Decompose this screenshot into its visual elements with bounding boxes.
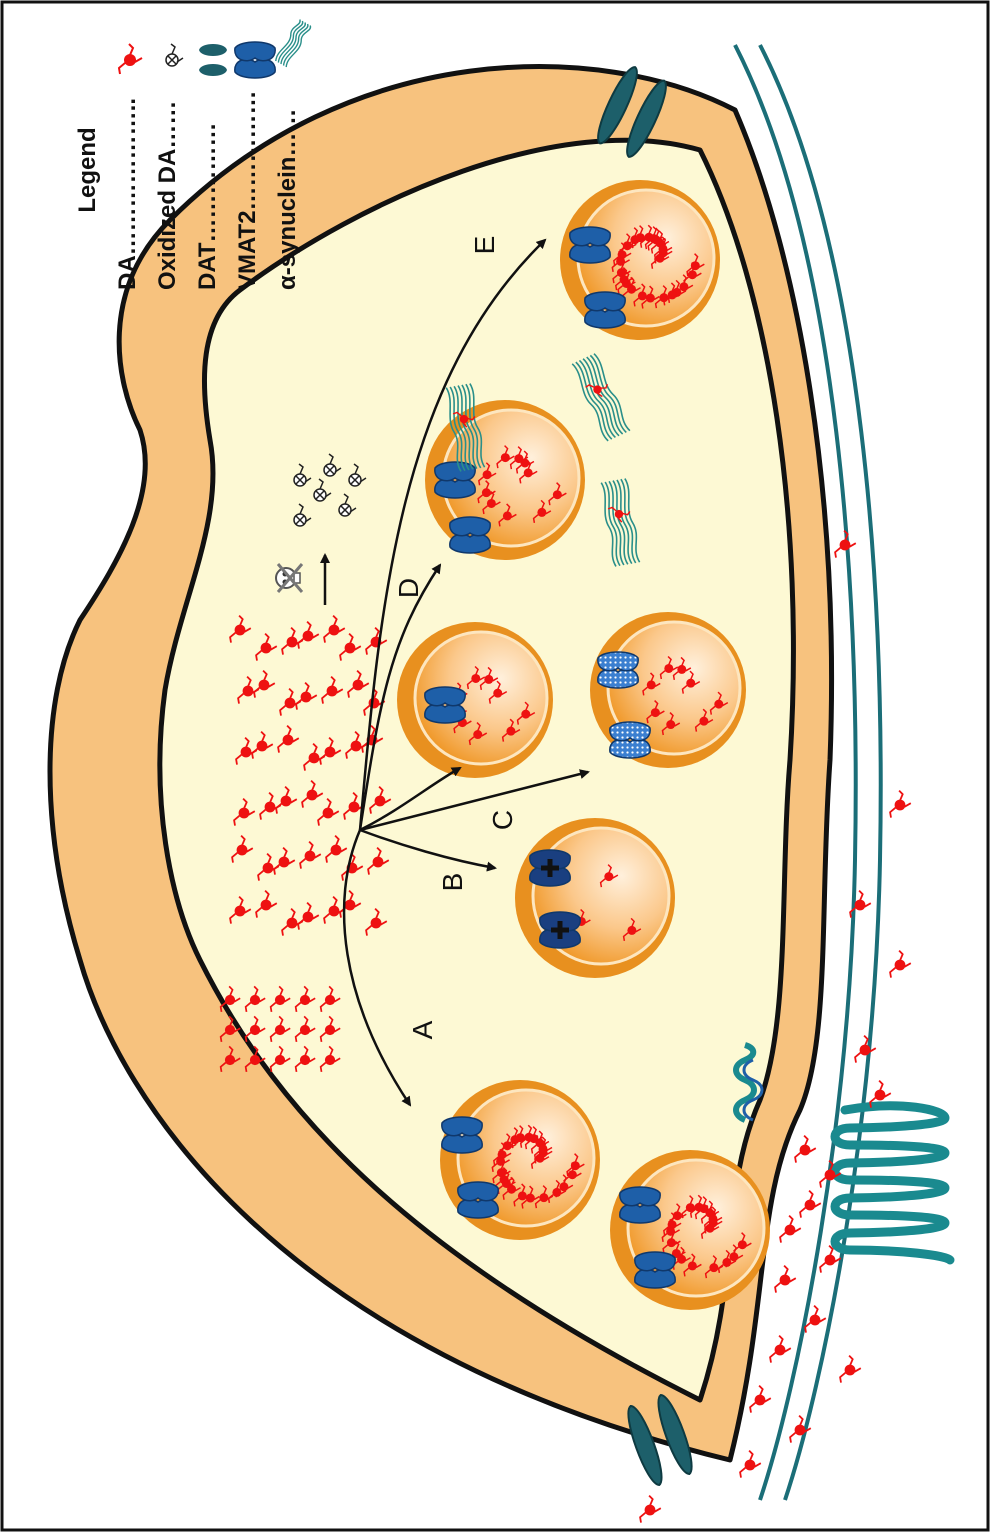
skull-icon xyxy=(276,564,302,592)
pathway-label-a: A xyxy=(407,1020,438,1039)
pathway-label-b: B xyxy=(437,873,468,892)
vesicle-c-upper xyxy=(397,622,553,778)
pathway-label-d: D xyxy=(393,578,424,598)
vesicle-released xyxy=(610,1150,770,1310)
pathway-label-c: C xyxy=(487,810,518,830)
legend-title: Legend xyxy=(74,127,101,212)
legend-oxda-label: Oxidized DA…… xyxy=(154,101,181,290)
legend-vmat-label: VMAT2…………… xyxy=(234,90,261,290)
vesicle-b-blocked xyxy=(515,818,675,978)
legend-asyn-label: α-synuclein…… xyxy=(274,109,301,290)
legend-da-label: DA……………….. xyxy=(114,98,141,290)
legend-dat-label: DAT…………… xyxy=(194,122,221,290)
pathway-label-e: E xyxy=(469,236,500,255)
